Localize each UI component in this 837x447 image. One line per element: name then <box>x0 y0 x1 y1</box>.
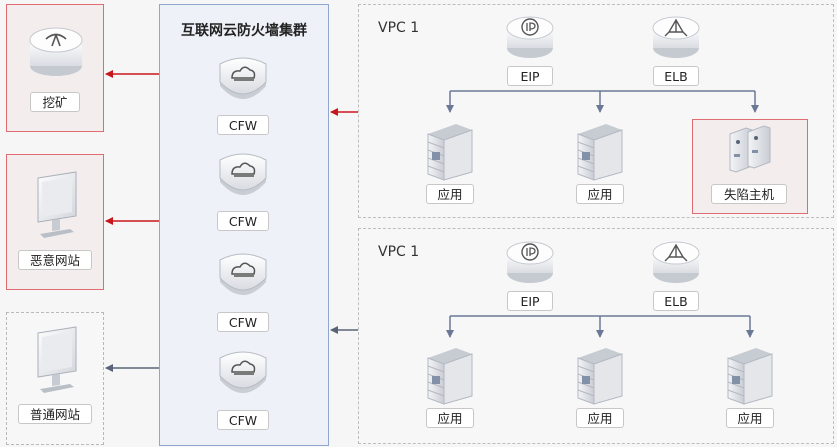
server-icon <box>577 124 623 181</box>
server-icon <box>577 348 623 405</box>
cfw-node-label: CFW <box>217 115 269 135</box>
cfw-node-label: CFW <box>217 211 269 231</box>
mining-icon <box>29 27 83 76</box>
elb-icon <box>652 241 700 283</box>
malicious-site-label: 恶意网站 <box>18 250 92 270</box>
cluster-title: 互联网云防火墙集群 <box>181 23 307 39</box>
mining-label: 挖矿 <box>30 92 80 112</box>
eip-label: EIP <box>507 291 553 311</box>
eip-icon <box>506 16 554 58</box>
app-label: 应用 <box>726 408 774 428</box>
server-icon <box>427 348 473 405</box>
cfw-node-label: CFW <box>217 410 269 430</box>
host-servers-icon <box>729 125 771 173</box>
server-icon <box>427 124 473 181</box>
server-icon <box>727 348 773 405</box>
app-label: 应用 <box>576 408 624 428</box>
firewall-shield-icon <box>219 57 267 99</box>
app-label: 应用 <box>426 408 474 428</box>
monitor-icon <box>37 326 77 393</box>
elb-label: ELB <box>653 66 699 86</box>
cfw-node-label: CFW <box>217 312 269 332</box>
normal-site-label: 普通网站 <box>18 404 92 424</box>
elb-label: ELB <box>653 291 699 311</box>
vpc-top-title: VPC 1 <box>378 20 420 36</box>
elb-icon <box>652 16 700 58</box>
app-label: 应用 <box>426 184 474 204</box>
vpc-bottom-title: VPC 1 <box>378 244 420 260</box>
firewall-shield-icon <box>219 351 267 393</box>
firewall-shield-icon <box>219 253 267 295</box>
eip-label: EIP <box>507 66 553 86</box>
app-label: 应用 <box>576 184 624 204</box>
firewall-shield-icon <box>219 153 267 195</box>
compromised-host-label: 失陷主机 <box>711 184 787 204</box>
monitor-icon <box>37 171 77 238</box>
eip-icon <box>506 241 554 283</box>
